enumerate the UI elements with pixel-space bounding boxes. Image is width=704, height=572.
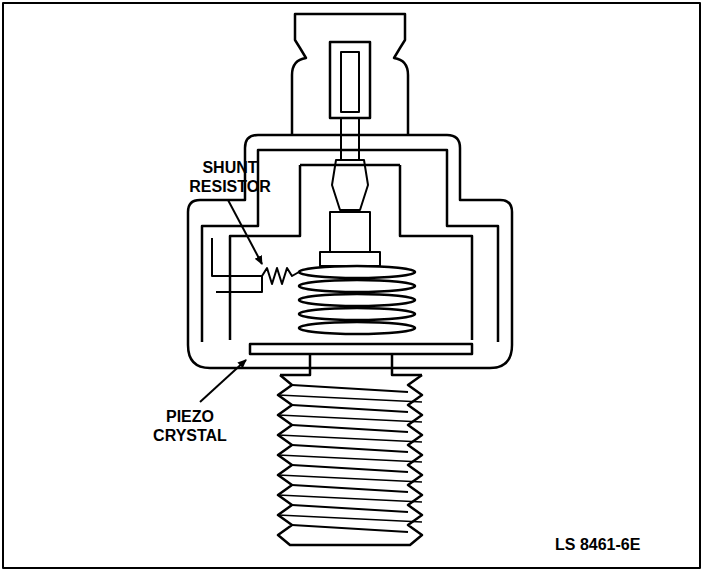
part-label: PIEZO CRYSTAL (140, 407, 240, 445)
frame (3, 3, 700, 568)
part-label: SHUNT RESISTOR (178, 158, 282, 196)
leader-line (200, 360, 246, 402)
leader-line (228, 200, 262, 264)
figure-code: LS 8461-6E (555, 535, 685, 554)
